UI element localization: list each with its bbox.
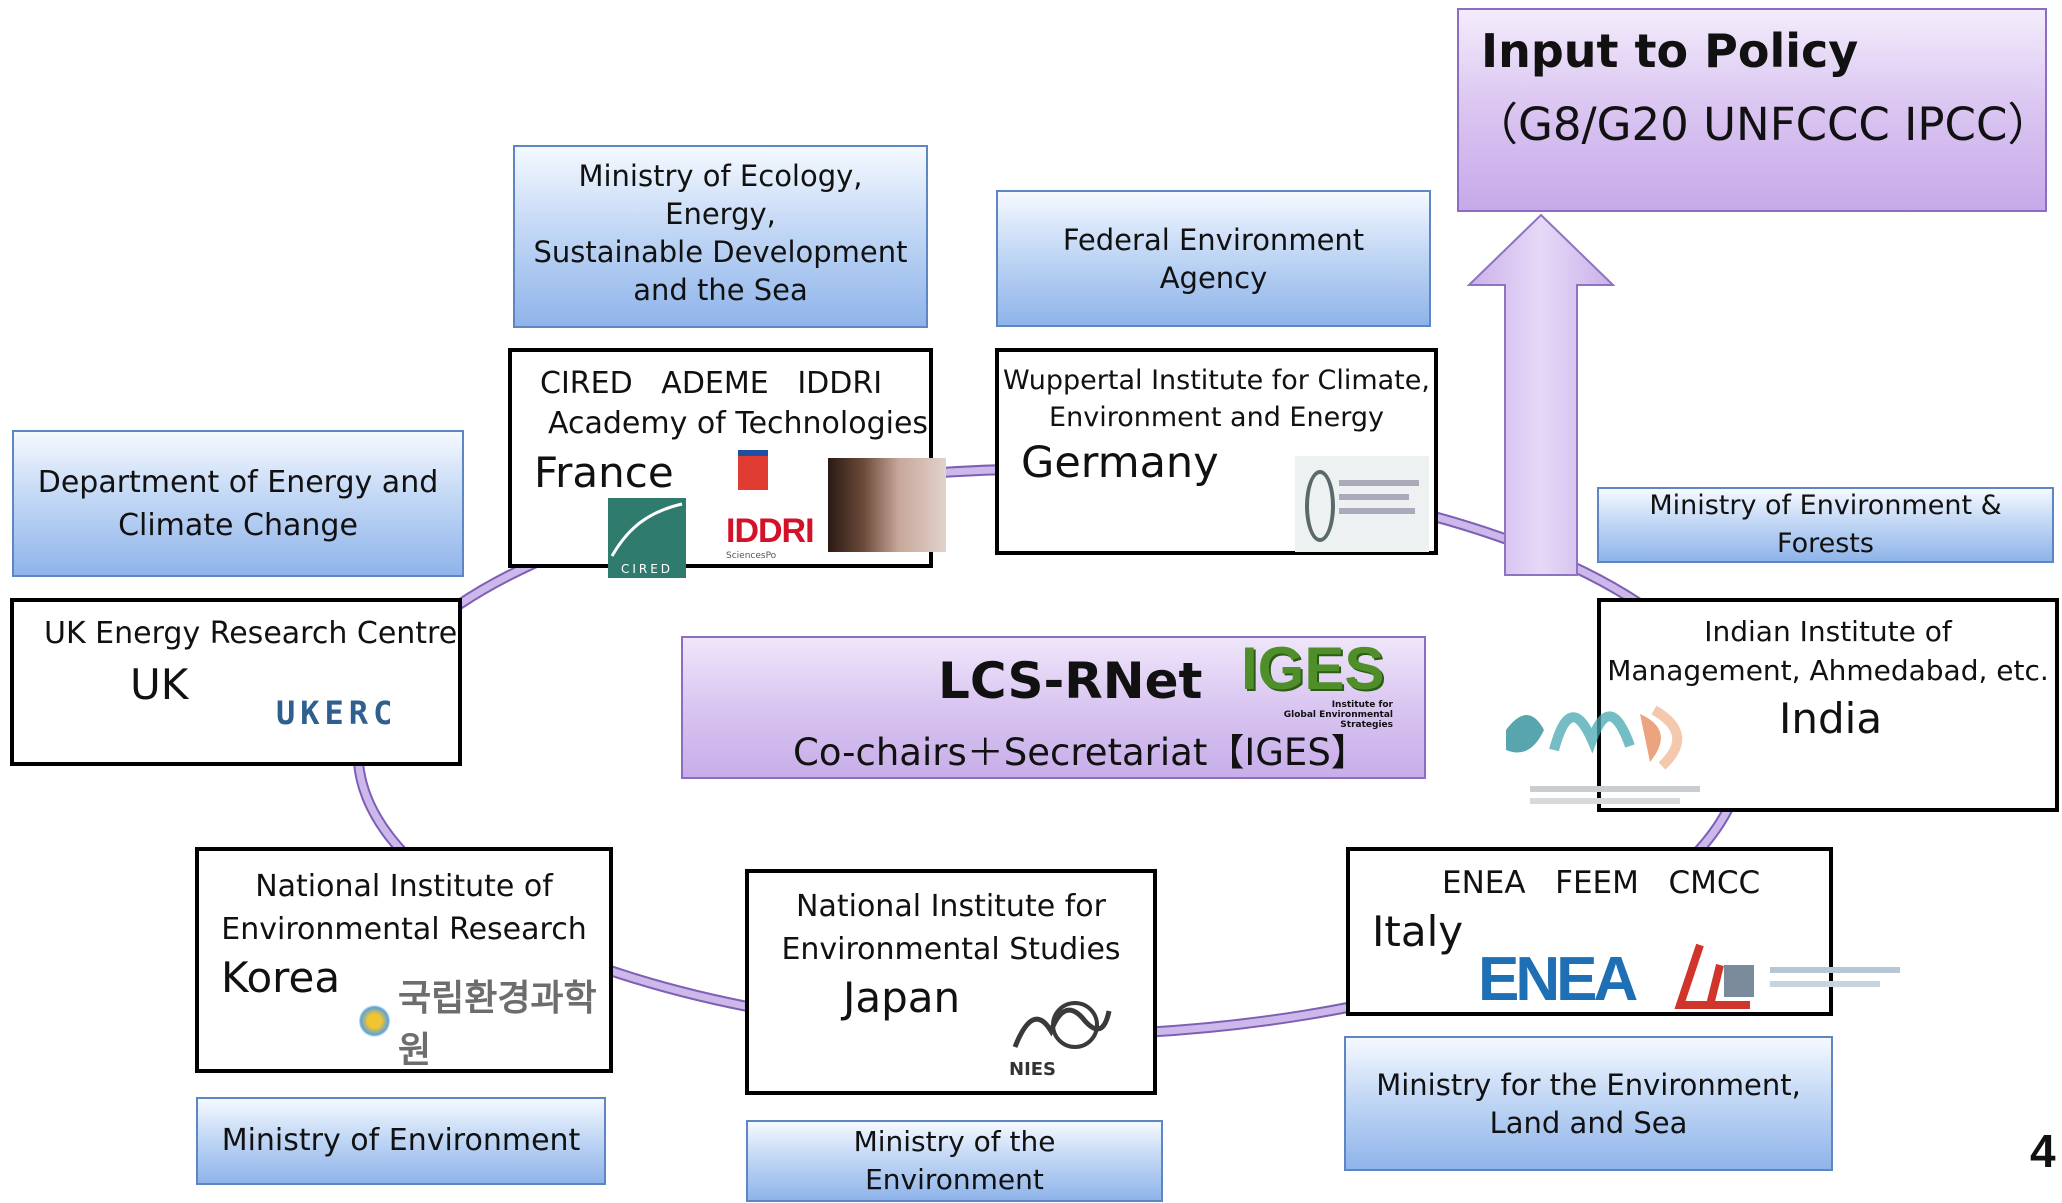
- institute-germany: Wuppertal Institute for Climate, Environ…: [995, 348, 1438, 555]
- uk-country: UK: [130, 660, 189, 709]
- academy-logo-image: [828, 458, 946, 552]
- institute-india: Indian Institute of Management, Ahmedaba…: [1597, 598, 2059, 812]
- institute-italy: ENEA FEEM CMCC Italy ENEA: [1346, 847, 1900, 1016]
- lcs-rnet-box: LCS-RNet Co-chairs＋Secretariat【IGES】 IGE…: [681, 636, 1426, 779]
- italy-institutes: ENEA FEEM CMCC: [1442, 865, 1761, 901]
- institute-korea: National Institute of Environmental Rese…: [195, 847, 613, 1073]
- ministry-india-label: Ministry of Environment & Forests: [1649, 490, 2002, 559]
- ministry-japan: Ministry of the Environment: [746, 1120, 1163, 1202]
- ministry-korea: Ministry of Environment: [196, 1097, 606, 1185]
- india-country: India: [1779, 694, 1883, 743]
- ministry-uk-label: Department of Energy and Climate Change: [37, 464, 439, 543]
- lcs-rnet-subtitle: Co-chairs＋Secretariat【IGES】: [793, 731, 1368, 774]
- ministry-france-label: Ministry of Ecology, Energy, Sustainable…: [533, 159, 908, 307]
- policy-title: Input to Policy: [1481, 24, 1859, 78]
- france-institutes-line1: CIRED ADEME IDDRI: [540, 366, 883, 401]
- iddri-logo-text: IDDRI: [726, 512, 815, 550]
- cired-logo: CIRED: [608, 498, 686, 578]
- policy-box: Input to Policy （G8/G20 UNFCCC IPCC）: [1457, 8, 2052, 212]
- nier-logo-text: 국립환경과학원: [397, 978, 597, 1071]
- korea-country: Korea: [221, 953, 341, 1002]
- ademe-logo: [738, 450, 768, 490]
- india-institute-name: Indian Institute of Management, Ahmedaba…: [1607, 615, 2049, 687]
- italy-country: Italy: [1372, 907, 1464, 956]
- enea-logo: ENEA: [1478, 945, 1638, 1014]
- up-arrow-icon: [1467, 213, 1615, 576]
- lcs-rnet-title: LCS-RNet: [938, 652, 1203, 710]
- ministry-india: Ministry of Environment & Forests: [1597, 487, 2054, 563]
- institute-uk: UK Energy Research Centre UK UKERC: [10, 598, 462, 766]
- feem-logo: [1670, 935, 1910, 1015]
- iges-logo: IGES Institute for Global Environmental …: [1241, 635, 1401, 731]
- nier-logo: 국립환경과학원: [359, 969, 609, 1073]
- korea-institute-name: National Institute of Environmental Rese…: [221, 869, 587, 947]
- ministry-korea-label: Ministry of Environment: [221, 1123, 581, 1158]
- nier-symbol-icon: [359, 1004, 390, 1038]
- ministry-germany-label: Federal Environment Agency: [1062, 222, 1365, 295]
- cired-logo-text: CIRED: [608, 562, 686, 576]
- nies-logo-text: NIES: [1009, 1059, 1057, 1080]
- wuppertal-logo: [1295, 456, 1429, 552]
- ministry-france: Ministry of Ecology, Energy, Sustainable…: [513, 145, 928, 328]
- ministry-italy-label: Ministry for the Environment, Land and S…: [1376, 1067, 1801, 1140]
- germany-institute-name: Wuppertal Institute for Climate, Environ…: [1003, 365, 1430, 433]
- page-number: 4: [2030, 1125, 2056, 1177]
- japan-institute-name: National Institute for Environmental Stu…: [781, 889, 1121, 967]
- france-institutes-line2: Academy of Technologies: [548, 406, 929, 441]
- japan-country: Japan: [843, 973, 961, 1022]
- policy-subtitle: （G8/G20 UNFCCC IPCC）: [1473, 98, 2053, 151]
- ministry-uk: Department of Energy and Climate Change: [12, 430, 464, 577]
- france-country: France: [534, 448, 674, 497]
- nies-logo: NIES: [1005, 991, 1115, 1081]
- iima-logo: [1500, 690, 1705, 818]
- ministry-germany: Federal Environment Agency: [996, 190, 1431, 327]
- uk-institute-name: UK Energy Research Centre: [44, 616, 458, 651]
- iges-logo-caption: Institute for Global Environmental Strat…: [1283, 700, 1393, 730]
- iges-logo-text: IGES: [1241, 635, 1385, 702]
- institute-france: CIRED ADEME IDDRI Academy of Technologie…: [508, 348, 946, 578]
- institute-japan: National Institute for Environmental Stu…: [745, 869, 1157, 1095]
- ministry-japan-label: Ministry of the Environment: [853, 1125, 1056, 1196]
- sciencespo-text: SciencesPo: [726, 551, 777, 561]
- ukerc-logo: UKERC: [276, 694, 398, 732]
- iddri-logo: IDDRI SciencesPo: [726, 512, 815, 561]
- germany-country: Germany: [1021, 438, 1219, 488]
- ministry-italy: Ministry for the Environment, Land and S…: [1344, 1036, 1833, 1171]
